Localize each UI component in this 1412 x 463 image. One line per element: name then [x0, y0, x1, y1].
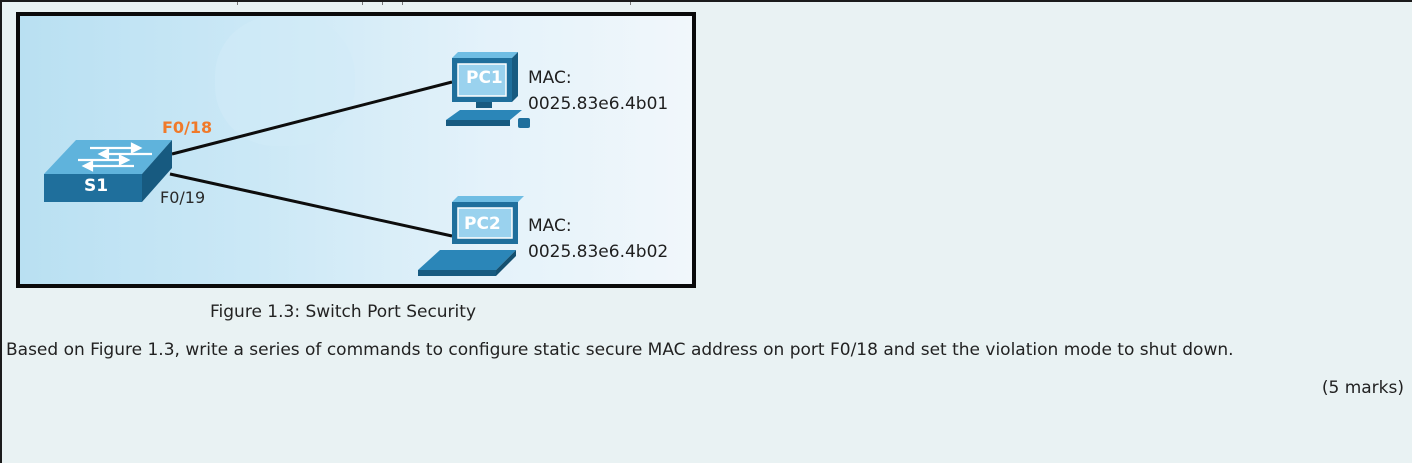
topology-diagram — [44, 16, 530, 276]
link-s1-pc2 — [169, 172, 453, 238]
pc1-mac-value: 0025.83e6.4b01 — [528, 94, 669, 114]
switch-s1-icon — [44, 140, 172, 202]
background-glow — [215, 16, 355, 146]
pc1-desktop-icon — [446, 52, 530, 128]
pc2-laptop-icon — [418, 196, 524, 276]
pc1-label: PC1 — [466, 68, 503, 88]
pc2-label: PC2 — [464, 214, 501, 234]
port-f0-19-label: F0/19 — [160, 188, 206, 207]
pc2-mac-label: MAC: — [528, 216, 572, 236]
marks-label: (5 marks) — [1321, 378, 1404, 398]
figure-caption: Figure 1.3: Switch Port Security — [210, 302, 476, 322]
switch-label: S1 — [84, 176, 109, 196]
top-border-ticks — [2, 2, 702, 5]
pc2-mac-value: 0025.83e6.4b02 — [528, 242, 669, 262]
topology-figure: S1 F0/18 F0/19 PC1 MAC: 0025.83e6.4b01 P… — [16, 12, 696, 288]
question-text: Based on Figure 1.3, write a series of c… — [6, 340, 1234, 360]
pc1-mac-label: MAC: — [528, 68, 572, 88]
port-f0-18-label: F0/18 — [162, 118, 213, 137]
link-s1-pc1 — [171, 80, 453, 156]
